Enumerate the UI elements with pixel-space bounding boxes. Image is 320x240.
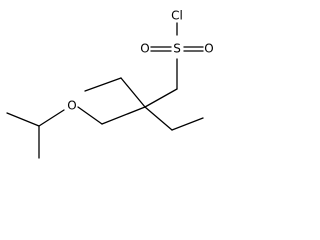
bond-lower-ethyl-terminal [171,117,204,131]
bond-quaternary-lower-ethyl [144,106,173,131]
sulfur-atom-label: S [173,42,181,56]
bond-ether-oxygen-isopropyl [38,109,65,127]
ether-oxygen-atom-label: O [67,99,76,113]
oxygen-left-atom-label: O [140,42,149,56]
bond-upper-ethyl-terminal [84,77,122,92]
skeletal-structure-diagram: Cl S O O O [6,9,214,159]
bond-isopropyl-left-methyl [6,112,40,127]
chlorine-atom-label: Cl [171,9,183,23]
bond-methylene-ether-oxygen [77,106,103,125]
oxygen-right-atom-label: O [204,42,213,56]
bond-quaternary-methylene [101,106,146,125]
bond-quaternary-upper-ethyl [120,77,146,108]
bond-ch2-quaternary-carbon [144,88,178,108]
